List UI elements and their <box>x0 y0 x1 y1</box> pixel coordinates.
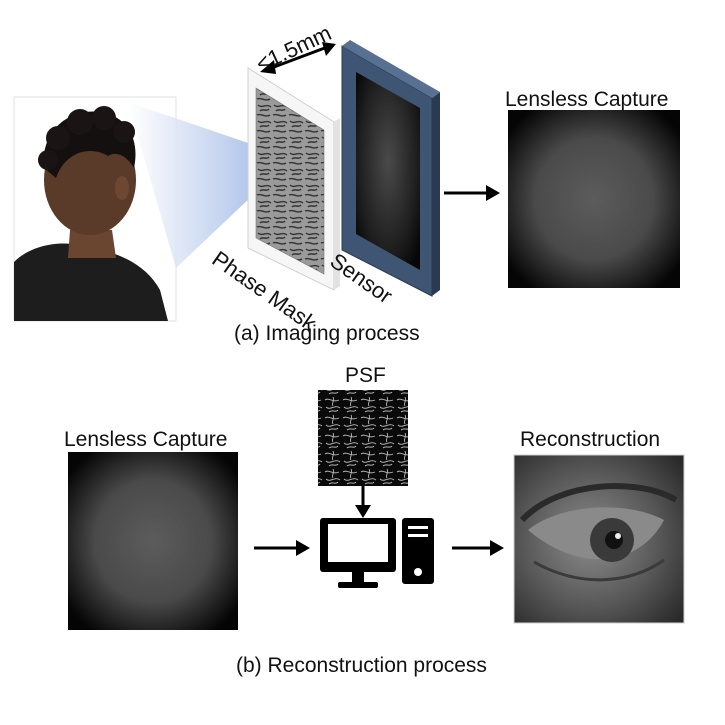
monitor-icon <box>320 518 396 588</box>
psf-image <box>318 390 408 486</box>
right-arrow-icon <box>452 540 504 556</box>
light-cone <box>128 102 292 268</box>
lensless-capture-image-a <box>508 110 680 288</box>
reconstruction-image <box>513 454 685 624</box>
sensor <box>341 40 440 297</box>
right-arrow-icon <box>444 185 500 201</box>
down-arrow-icon <box>355 486 371 518</box>
psf-label: PSF <box>345 364 386 387</box>
lensless-capture-label-b: Lensless Capture <box>64 428 228 451</box>
phase-mask <box>247 67 340 291</box>
right-arrow-icon <box>254 540 310 556</box>
caption-a: (a) Imaging process <box>234 322 420 345</box>
reconstruction-label: Reconstruction <box>520 428 661 451</box>
caption-b: (b) Reconstruction process <box>236 654 487 677</box>
lensless-capture-image-b <box>68 452 238 630</box>
double-arrow-icon <box>260 42 336 74</box>
lensless-capture-label-a: Lensless Capture <box>505 88 669 111</box>
computer-tower-icon <box>402 518 434 584</box>
